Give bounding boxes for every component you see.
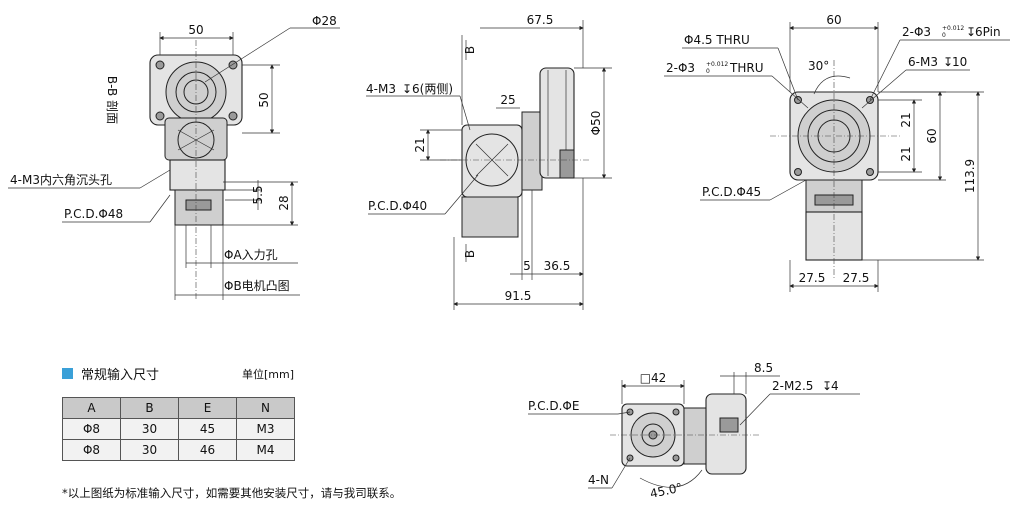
dim-113-9: 113.9 (963, 159, 977, 193)
table-header-cell: E (178, 397, 237, 419)
callout-pcdE: P.C.D.ΦE (528, 399, 579, 413)
dim-60-top: 60 (826, 13, 841, 27)
left-view: 50 Φ28 50 B-B 剖面 4-M3内六角沉头孔 P.C.D.Φ48 5.… (8, 14, 340, 300)
svg-text:↧: ↧ (402, 82, 412, 96)
right-view: 60 Φ4.5 THRU 2-Φ3 +0.012 0 ↧ 6Pin 2-Φ3 +… (664, 13, 1010, 292)
table-unit: 单位[mm] (242, 368, 295, 381)
table-cell: 30 (120, 439, 179, 461)
dim-height-50: 50 (257, 92, 271, 107)
callout-pin-prefix: 2-Φ3 (902, 25, 931, 39)
dim-28: 28 (277, 195, 291, 210)
callout-4-N: 4-N (588, 473, 609, 487)
table-cell: 30 (120, 418, 179, 440)
callout-thru-tol2: 0 (706, 68, 710, 75)
callout-pcd45: P.C.D.Φ45 (702, 185, 761, 199)
dim-67-5: 67.5 (527, 13, 554, 27)
callout-m3-holes: 4-M3内六角沉头孔 (10, 173, 112, 187)
dim-sq42: □42 (640, 371, 667, 385)
table-row: Φ8 30 45 M3 (62, 418, 295, 440)
callout-m3: 4-M3 (366, 82, 396, 96)
callout-m2-5: 2-M2.5 (772, 379, 813, 393)
callout-m2-5-depth: 4 (831, 379, 839, 393)
dim-phiB: ΦB电机凸图 (224, 279, 290, 293)
dim-36-5: 36.5 (544, 259, 571, 273)
footnote: *以上图纸为标准输入尺寸，如需要其他安装尺寸，请与我司联系。 (62, 486, 402, 500)
dim-phiA: ΦA入力孔 (224, 248, 278, 262)
callout-m3-10-depth: 10 (952, 55, 967, 69)
dim-21-b: 21 (899, 146, 913, 161)
callout-thru-tol: +0.012 (706, 61, 728, 68)
title-square-icon (62, 368, 73, 379)
table-header-cell: B (120, 397, 179, 419)
table-cell: 45 (178, 418, 237, 440)
svg-text:↧: ↧ (966, 25, 976, 39)
svg-text:↧: ↧ (822, 379, 832, 393)
table-title: 常规输入尺寸 (62, 364, 159, 383)
section-label: B-B 剖面 (105, 76, 119, 124)
callout-pin-suffix: 6Pin (975, 25, 1001, 39)
dim-91-5: 91.5 (505, 289, 532, 303)
dim-21: 21 (413, 137, 427, 152)
bottom-view: □42 8.5 2-M2.5 ↧ 4 P.C.D.ΦE 4-N 45.0° (528, 361, 860, 501)
dim-5-5: 5.5 (251, 185, 265, 204)
dim-21-a: 21 (899, 112, 913, 127)
callout-pin-tol: +0.012 (942, 25, 964, 32)
spec-table-wrap: A B E N Φ8 30 45 M3 Φ8 30 46 M4 (62, 397, 295, 461)
callout-pcd40: P.C.D.Φ40 (368, 199, 427, 213)
table-cell: 46 (178, 439, 237, 461)
dim-angle-30: 30° (808, 59, 829, 73)
dim-width-top: 50 (188, 23, 203, 37)
callout-thru-suffix: THRU (729, 61, 763, 75)
table-row: Φ8 30 46 M4 (62, 439, 295, 461)
callout-thru-prefix: 2-Φ3 (666, 61, 695, 75)
dim-phi28: Φ28 (312, 14, 337, 28)
callout-pcd48: P.C.D.Φ48 (64, 207, 123, 221)
table-header-cell: N (236, 397, 295, 419)
table-cell: M4 (236, 439, 295, 461)
dim-27-5-a: 27.5 (799, 271, 826, 285)
spec-table: A B E N Φ8 30 45 M3 Φ8 30 46 M4 (62, 397, 295, 461)
dim-60-right: 60 (925, 128, 939, 143)
callout-m3-depth: 6(两侧) (412, 82, 453, 96)
table-title-text: 常规输入尺寸 (81, 368, 160, 383)
table-cell: M3 (236, 418, 295, 440)
table-header-row: A B E N (62, 397, 295, 419)
section-b-bottom: B (463, 250, 477, 258)
callout-pin-tol2: 0 (942, 32, 946, 39)
table-cell: Φ8 (62, 439, 121, 461)
table-header-cell: A (62, 397, 121, 419)
dim-phi50: Φ50 (589, 111, 603, 136)
dim-5: 5 (523, 259, 531, 273)
dim-27-5-b: 27.5 (843, 271, 870, 285)
dim-8-5: 8.5 (754, 361, 773, 375)
callout-phi45-thru: Φ4.5 THRU (684, 33, 750, 47)
middle-view: 67.5 B 4-M3 ↧ 6(两侧) 25 21 Φ50 P.C.D.Φ40 … (366, 13, 612, 310)
section-b-top: B (463, 46, 477, 54)
table-cell: Φ8 (62, 418, 121, 440)
dim-25: 25 (500, 93, 515, 107)
dim-angle-45: 45.0° (649, 480, 684, 500)
svg-text:↧: ↧ (943, 55, 953, 69)
callout-m3-10: 6-M3 (908, 55, 938, 69)
